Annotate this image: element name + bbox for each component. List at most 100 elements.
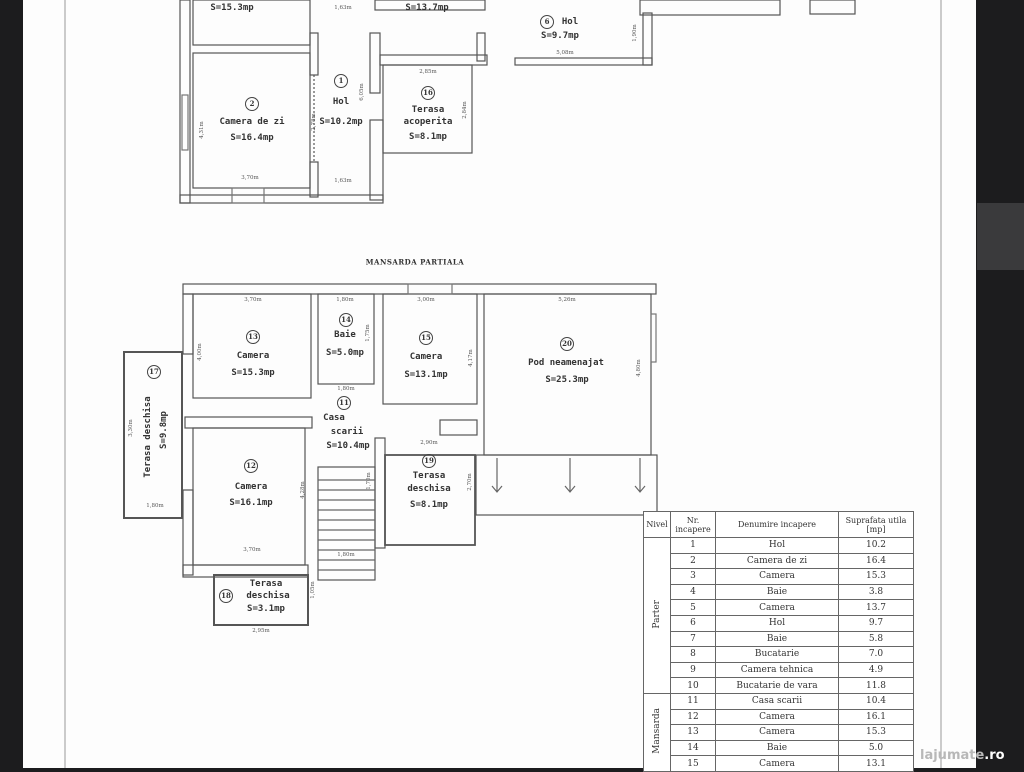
col-nivel: Nivel: [643, 511, 671, 538]
room-name: Camera: [234, 482, 268, 492]
room-name: Casa: [323, 413, 345, 423]
cell-nr: 1: [670, 537, 716, 554]
cell-name: Camera: [715, 755, 839, 772]
level-label: Parter: [652, 599, 662, 629]
dimension-label: 4,28m: [300, 481, 306, 499]
room-area-table: Nivel Nr. incapere Denumire incapere Sup…: [643, 511, 914, 772]
room-area: S=8.1mp: [409, 132, 447, 142]
dimension-label: 1,75m: [365, 324, 371, 342]
dimension-label: 2,85m: [419, 69, 437, 75]
dimension-label: 3,30m: [128, 419, 134, 437]
watermark-logo: lajumate.ro: [920, 748, 1005, 763]
room-name-2: deschisa: [407, 484, 451, 494]
dimension-label: 1,80m: [337, 552, 355, 558]
dimension-label: 1,90m: [632, 24, 638, 42]
room-area: S=9.8mp: [159, 411, 169, 449]
dimension-label: 2,78m: [311, 113, 317, 131]
level-cell: Mansarda: [643, 692, 671, 772]
dimension-label: 4,00m: [197, 343, 203, 361]
room-area: S=8.1mp: [410, 500, 448, 510]
dimension-label: 4,31m: [199, 121, 205, 139]
room-name: Hol: [332, 97, 350, 107]
room-area: S=16.4mp: [230, 133, 274, 143]
cell-nr: 5: [670, 599, 716, 616]
room-area: S=25.3mp: [545, 375, 589, 385]
room-area: S=9.7mp: [541, 31, 579, 41]
col-nr: Nr. incapere: [670, 511, 716, 538]
dimension-label: 4,80m: [636, 359, 642, 377]
room-name-2: scarii: [330, 427, 364, 437]
cell-name: Bucatarie de vara: [715, 677, 839, 694]
cell-nr: 4: [670, 583, 716, 601]
dimension-label: 3,00m: [417, 297, 435, 303]
col-suprafata: Suprafata utila [mp]: [838, 511, 914, 538]
room-number: 17: [147, 365, 161, 379]
cell-name: Baie: [715, 630, 839, 648]
room-number: 11: [337, 396, 351, 410]
cell-name: Camera de zi: [715, 552, 839, 570]
cell-name: Camera: [715, 568, 839, 585]
cell-nr: 6: [670, 614, 716, 632]
room-area: S=5.0mp: [326, 348, 364, 358]
cell-nr: 8: [670, 646, 716, 663]
cell-name: Camera tehnica: [715, 661, 839, 679]
room-area: S=16.1mp: [229, 498, 273, 508]
dimension-label: 1,63m: [334, 178, 352, 184]
dimension-label: 1,63m: [334, 5, 352, 11]
cell-area: 3.8: [838, 583, 914, 601]
cell-area: 5.8: [838, 630, 914, 648]
cell-name: Camera: [715, 724, 839, 741]
room-name: Baie: [334, 330, 356, 340]
slope-arrows: [491, 458, 646, 493]
dimension-label: 3,70m: [243, 547, 261, 553]
dimension-label: 4,17m: [468, 349, 474, 367]
cell-area: 15.3: [838, 568, 914, 585]
cell-area: 13.7: [838, 599, 914, 616]
dimension-label: 1,80m: [336, 297, 354, 303]
dimension-label: 1,70m: [366, 472, 372, 490]
room-number: 18: [219, 589, 233, 603]
level-label: Mansarda: [652, 708, 662, 754]
dimension-label: 3,70m: [241, 175, 259, 181]
next-image-button[interactable]: [977, 203, 1024, 270]
room-area: S=13.1mp: [404, 370, 448, 380]
parter-walls: [179, 0, 856, 204]
room-name: Terasa: [249, 579, 283, 589]
cell-name: Hol: [715, 614, 839, 632]
staircase: [318, 479, 375, 571]
cell-name: Baie: [715, 583, 839, 601]
cell-name: Hol: [715, 537, 839, 554]
cell-nr: 13: [670, 724, 716, 741]
room-area: S=3.1mp: [247, 604, 285, 614]
dimension-label: 2,70m: [467, 473, 473, 491]
room-number: 6: [540, 15, 554, 29]
room-number: 13: [246, 330, 260, 344]
dimension-label: 1,80m: [146, 503, 164, 509]
cell-nr: 15: [670, 755, 716, 772]
cell-nr: 3: [670, 568, 716, 585]
room-name-2: deschisa: [246, 591, 290, 601]
cell-name: Camera: [715, 599, 839, 616]
room-5-area: S=13.7mp: [405, 3, 449, 13]
cell-area: 10.2: [838, 537, 914, 554]
cell-area: 16.4: [838, 552, 914, 570]
cell-nr: 10: [670, 677, 716, 694]
cell-area: 4.9: [838, 661, 914, 679]
cell-area: 7.0: [838, 646, 914, 663]
dimension-label: 5,26m: [558, 297, 576, 303]
col-denumire: Denumire incapere: [715, 511, 839, 538]
